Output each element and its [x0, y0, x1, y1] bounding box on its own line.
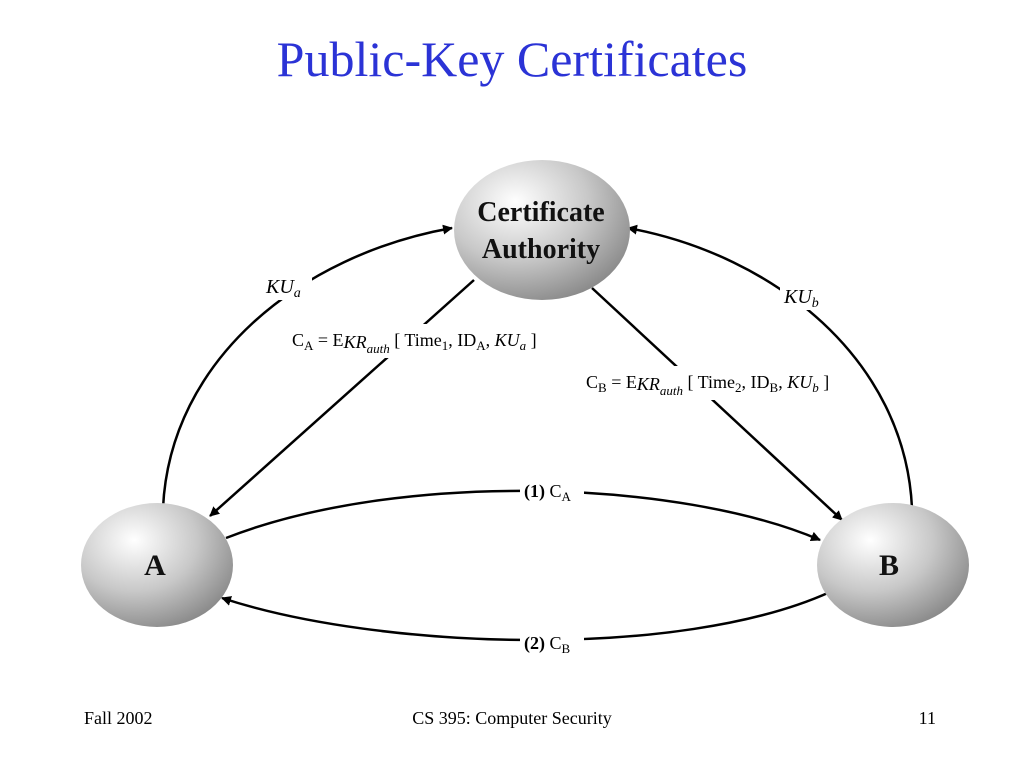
label-ku-a: KUa	[265, 276, 301, 301]
ca-label-line1: Certificate	[477, 197, 604, 228]
footer-course: CS 395: Computer Security	[412, 708, 612, 728]
label-cert-b: CB = EKRauth [ Time2, IDB, KUb ]	[586, 372, 829, 398]
label-step-2: (2) CB	[524, 633, 571, 656]
arrow-ca-to-a	[209, 279, 475, 517]
label-cert-a: CA = EKRauth [ Time1, IDA, KUa ]	[292, 330, 537, 356]
footer-date: Fall 2002	[84, 708, 153, 728]
label-step-1: (1) CA	[524, 481, 572, 504]
arrow-b-to-ca	[627, 224, 914, 509]
slide-title: Public-Key Certificates	[276, 31, 748, 87]
node-a-label: A	[144, 549, 166, 582]
node-certificate-authority: Certificate Authority	[454, 160, 630, 300]
footer-page-number: 11	[918, 708, 936, 728]
node-b: B	[817, 503, 969, 627]
node-a: A	[81, 503, 233, 627]
label-ku-b: KUb	[783, 286, 819, 311]
arrow-a-to-ca	[161, 224, 453, 509]
ca-label-line2: Authority	[482, 234, 600, 265]
node-b-label: B	[879, 549, 899, 582]
arrow-ca-to-b	[591, 287, 843, 521]
